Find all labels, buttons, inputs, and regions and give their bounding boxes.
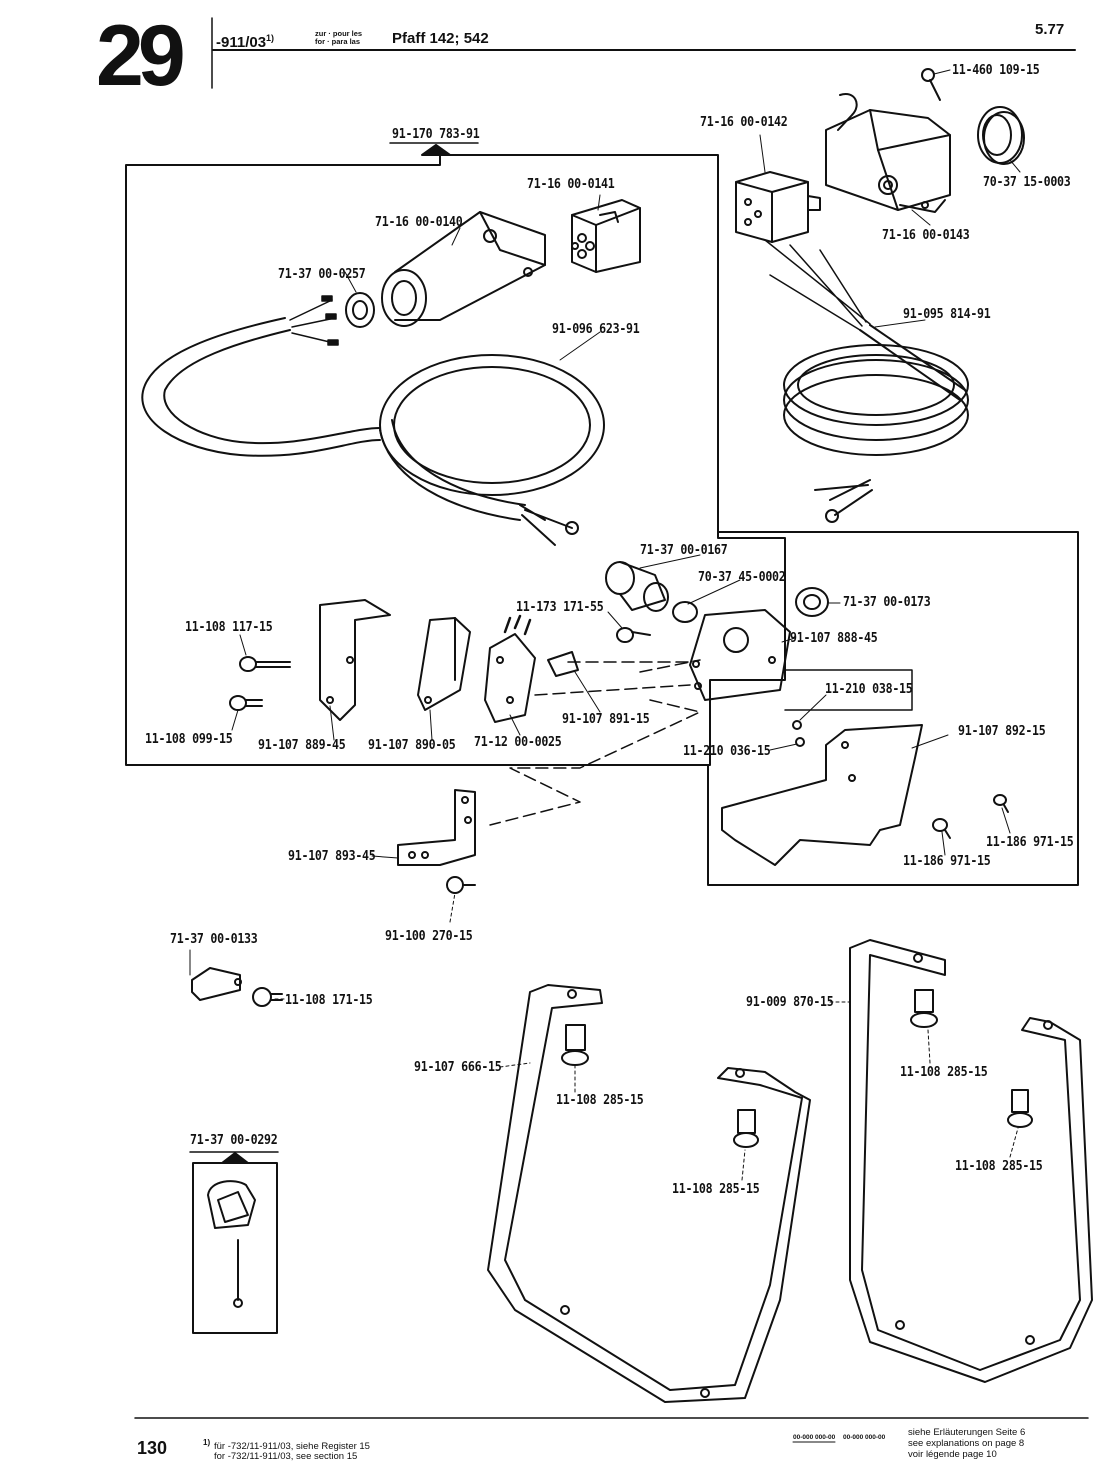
screw-108-171: [252, 987, 283, 1007]
clip-0292: [207, 1180, 256, 1308]
header-zur-line2: for · para las: [315, 37, 361, 46]
header-date: 5.77: [1035, 21, 1065, 38]
part-label: 11-108 171-15: [285, 992, 373, 1008]
part-label: 91-170 783-91: [392, 126, 480, 142]
plate-frame: [784, 669, 913, 711]
part-label: 71-16 00-0140: [375, 214, 463, 230]
part-label: 11-108 285-15: [955, 1158, 1043, 1174]
u-bracket-870: [849, 939, 1093, 1383]
sleeve-891: [547, 651, 579, 677]
cable-wires-left: [289, 295, 339, 346]
ring-0257: [345, 292, 375, 328]
part-label: 11-108 117-15: [185, 619, 273, 635]
clip-marker-triangle: [221, 1152, 249, 1164]
plate-892: [721, 724, 923, 866]
screw-285-c: [910, 989, 938, 1028]
footnote-line1: für -732/11-911/03, siehe Register 15: [214, 1441, 370, 1452]
screw-100-270: [446, 876, 476, 894]
part-label: 11-108 099-15: [145, 731, 233, 747]
legend-line3: voir légende page 10: [908, 1450, 997, 1460]
screw-173-171: [616, 627, 651, 643]
part-label: 91-107 891-15: [562, 711, 650, 727]
part-label: 11-108 285-15: [672, 1181, 760, 1197]
part-label: 71-37 00-0173: [843, 594, 931, 610]
u-bracket-666: [487, 984, 811, 1403]
connector-housing-0140: [381, 211, 546, 327]
assembly-frame-right: [707, 531, 1079, 886]
part-label: 71-37 00-0167: [640, 542, 728, 558]
legend-line1: siehe Erläuterungen Seite 6: [908, 1427, 1026, 1438]
footnote-mark: 1): [203, 1438, 211, 1447]
part-label: 91-107 892-15: [958, 723, 1046, 739]
clip-set-frame: [192, 1162, 278, 1334]
microswitch-0025: [484, 614, 536, 723]
part-label: 91-107 890-05: [368, 737, 456, 753]
sleeve-0002: [672, 601, 698, 623]
screw-108-117: [239, 656, 291, 672]
part-label: 91-107 893-45: [288, 848, 376, 864]
part-label: 91-107 666-15: [414, 1059, 502, 1075]
grommet-0003: [977, 106, 1025, 165]
legend-code-plain: 00-000 000-00: [843, 1434, 886, 1441]
section-number: 29: [96, 8, 186, 104]
part-label: 91-107 889-45: [258, 737, 346, 753]
part-label: 11-210 038-15: [825, 681, 913, 697]
cable-gland-0167: [605, 561, 669, 612]
part-label: 11-108 285-15: [556, 1092, 644, 1108]
part-label: 71-37 00-0292: [190, 1132, 278, 1148]
header-code-text: -911/03: [216, 34, 267, 51]
assembly-dash-lines: [489, 659, 701, 826]
bracket-888-45: [689, 609, 791, 701]
part-label: 11-186 971-15: [903, 853, 991, 869]
part-label: 71-37 00-0133: [170, 931, 258, 947]
part-label: 71-16 00-0143: [882, 227, 970, 243]
screw-460-109: [921, 68, 941, 101]
part-label: 91-107 888-45: [790, 630, 878, 646]
part-label: 70-37 45-0002: [698, 569, 786, 585]
leader-lines: [189, 69, 1021, 1181]
part-label: 91-100 270-15: [385, 928, 473, 944]
screw-285-a: [561, 1024, 589, 1066]
header-code-note: 1): [266, 33, 275, 43]
part-label: 71-12 00-0025: [474, 734, 562, 750]
part-label: 11-210 036-15: [683, 743, 771, 759]
frame-marker-triangle: [421, 144, 451, 156]
connector-housing-0143: [825, 93, 951, 213]
part-label: 70-37 15-0003: [983, 174, 1071, 190]
legend-code-underlined: 00-000 000-00: [793, 1434, 836, 1441]
legend-line2: see explanations on page 8: [908, 1438, 1025, 1449]
header-model: Pfaff 142; 542: [392, 30, 489, 47]
part-label: 91-095 814-91: [903, 306, 991, 322]
part-label: 71-37 00-0257: [278, 266, 366, 282]
screw-285-d: [1007, 1089, 1033, 1128]
connector-insert-0142: [735, 171, 821, 243]
screw-108-099: [229, 695, 263, 711]
footnote-line2: for -732/11-911/03, see section 15: [214, 1451, 358, 1462]
cover-890: [417, 617, 471, 711]
cable-coil-right: [764, 239, 969, 523]
cover-889: [319, 599, 391, 721]
part-label: 91-009 870-15: [746, 994, 834, 1010]
connector-insert-0141: [571, 199, 641, 273]
screw-285-b: [733, 1109, 759, 1148]
part-label: 11-460 109-15: [952, 62, 1040, 78]
cable-loop-left: [141, 317, 605, 546]
bracket-893: [397, 789, 476, 866]
header-zur-line1: zur · pour les: [315, 29, 363, 38]
part-label: 71-16 00-0142: [700, 114, 788, 130]
screws-186: [932, 794, 1009, 839]
page-number: 130: [137, 1438, 168, 1458]
assembly-frame-main: [125, 154, 786, 766]
part-label: 11-173 171-55: [516, 599, 604, 615]
part-label: 11-186 971-15: [986, 834, 1074, 850]
ring-0257-hole: [352, 300, 368, 320]
part-label: 11-108 285-15: [900, 1064, 988, 1080]
part-label: 91-096 623-91: [552, 321, 640, 337]
header-code: -911/031): [216, 33, 274, 51]
part-label: 71-16 00-0141: [527, 176, 615, 192]
nut-0173: [795, 587, 829, 617]
cable-clamp-0133: [191, 967, 242, 1001]
screws-210: [792, 720, 805, 747]
